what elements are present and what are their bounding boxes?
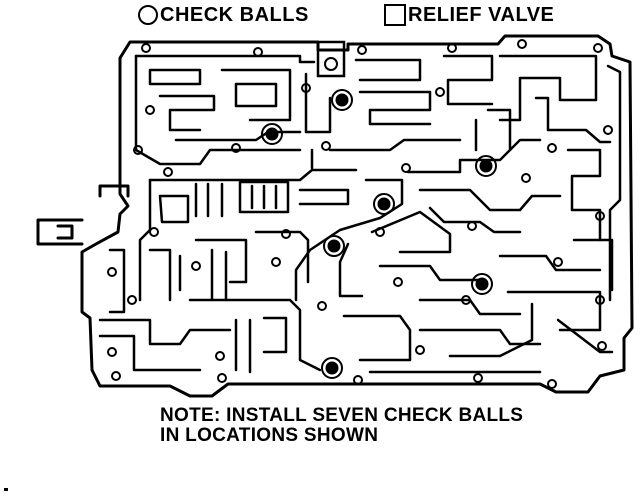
corner-mark — [4, 488, 8, 491]
check-ball-2 — [261, 123, 283, 145]
circle-symbol-icon — [138, 5, 158, 25]
square-symbol-icon — [384, 4, 406, 26]
installation-note: NOTE: INSTALL SEVEN CHECK BALLS IN LOCAT… — [160, 406, 523, 446]
check-ball-1 — [331, 89, 353, 111]
fluid-passages — [98, 54, 622, 374]
valve-body-plate — [36, 34, 634, 398]
legend-relief-valve: RELIEF VALVE — [384, 0, 554, 30]
check-balls — [261, 89, 497, 379]
check-balls-label: CHECK BALLS — [160, 3, 309, 26]
relief-valve-marker — [316, 40, 346, 78]
check-ball-3 — [475, 155, 497, 177]
check-ball-7 — [321, 357, 343, 379]
relief-valve-label: RELIEF VALVE — [408, 3, 555, 26]
note-line-2: IN LOCATIONS SHOWN — [160, 425, 379, 446]
note-line-1: NOTE: INSTALL SEVEN CHECK BALLS — [160, 405, 524, 426]
legend-check-balls: CHECK BALLS — [138, 0, 309, 30]
check-ball-5 — [323, 235, 345, 257]
check-ball-4 — [373, 193, 395, 215]
check-ball-6 — [471, 273, 493, 295]
bolt-holes — [107, 39, 613, 389]
